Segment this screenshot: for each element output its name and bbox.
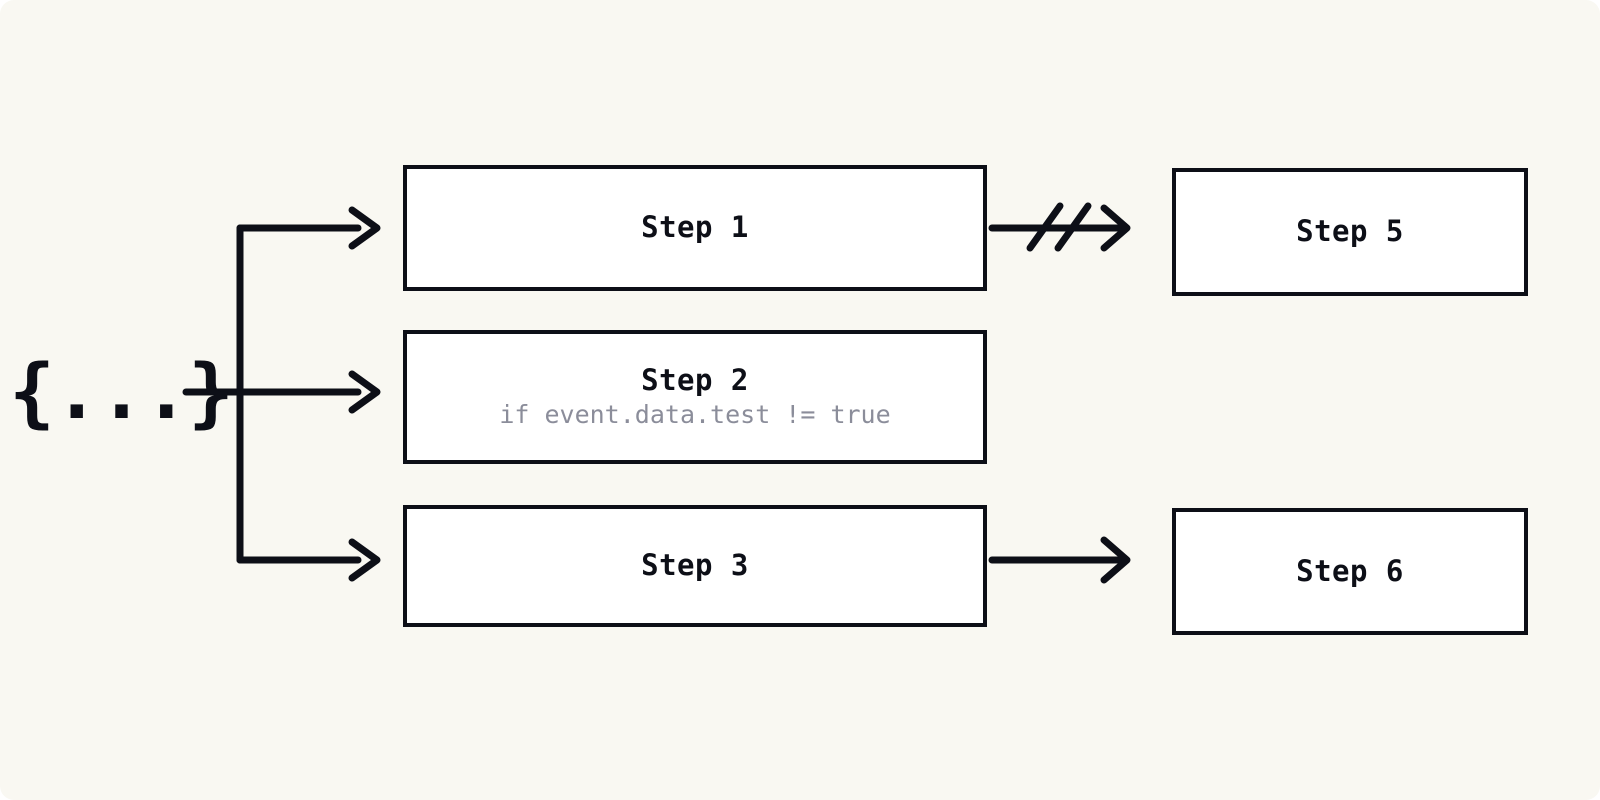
edge-step1-to-step5-broken [988, 202, 1131, 252]
node-step-3[interactable]: Step 3 [403, 505, 987, 627]
node-step-5-title: Step 5 [1296, 214, 1404, 249]
edge-trigger-to-step1 [236, 206, 381, 250]
node-step-6[interactable]: Step 6 [1172, 508, 1528, 635]
node-step-1-title: Step 1 [641, 210, 749, 245]
broken-slash-2 [1054, 202, 1092, 252]
node-step-3-title: Step 3 [641, 548, 749, 583]
node-step-2-condition: if event.data.test != true [499, 399, 891, 429]
broken-slash-1 [1026, 202, 1064, 252]
trigger-json-braces-icon[interactable]: {...} [9, 347, 234, 436]
node-step-6-title: Step 6 [1296, 553, 1404, 588]
edge-trigger-to-step3 [236, 538, 381, 582]
node-step-2[interactable]: Step 2 if event.data.test != true [403, 330, 987, 464]
node-step-1[interactable]: Step 1 [403, 165, 987, 291]
node-step-2-title: Step 2 [641, 363, 749, 398]
node-step-5[interactable]: Step 5 [1172, 168, 1528, 296]
edge-step3-to-step6 [988, 536, 1131, 584]
edge-trigger-to-step2 [236, 370, 381, 414]
